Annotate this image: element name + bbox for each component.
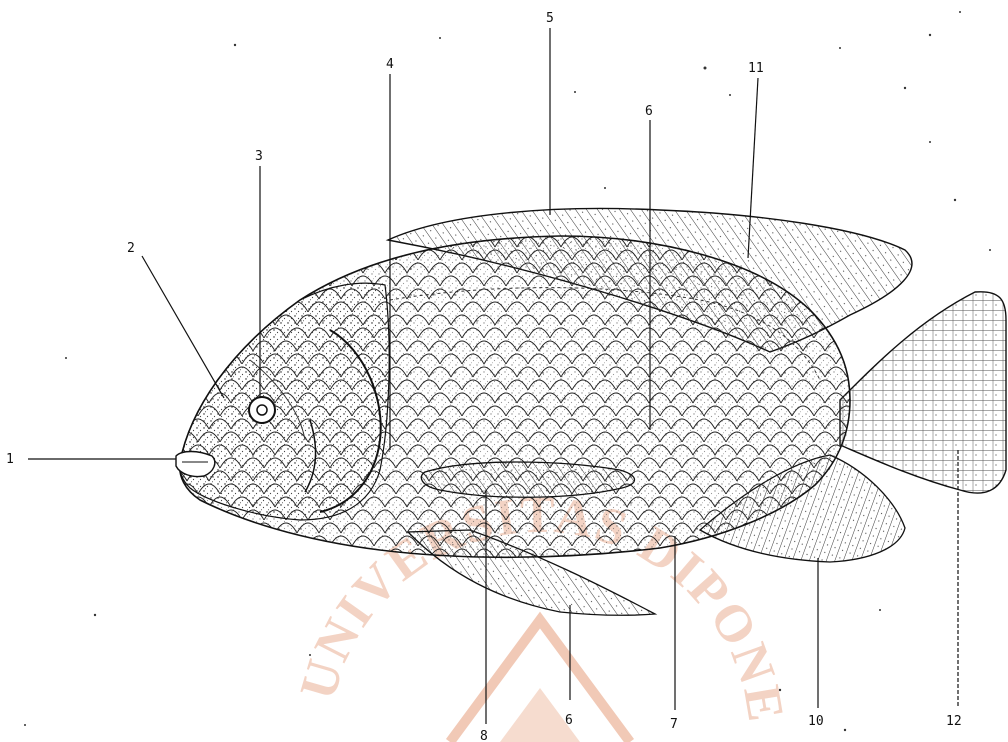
label-5: 5	[546, 11, 554, 26]
label-8: 8	[480, 729, 488, 742]
label-1: 1	[6, 452, 14, 467]
label-6-top: 6	[645, 104, 653, 119]
label-6-bottom: 6	[565, 713, 573, 728]
label-11: 11	[748, 61, 764, 76]
label-10: 10	[808, 714, 824, 729]
leader-2	[142, 256, 224, 398]
label-3: 3	[255, 149, 263, 164]
label-7: 7	[670, 717, 678, 732]
pectoral-fin	[421, 462, 634, 497]
caudal-fin	[840, 292, 1006, 493]
label-12: 12	[946, 714, 962, 729]
label-4: 4	[386, 57, 394, 72]
mouth	[176, 452, 215, 477]
label-2: 2	[127, 241, 135, 256]
eye	[249, 397, 275, 423]
fish-head	[179, 283, 389, 520]
